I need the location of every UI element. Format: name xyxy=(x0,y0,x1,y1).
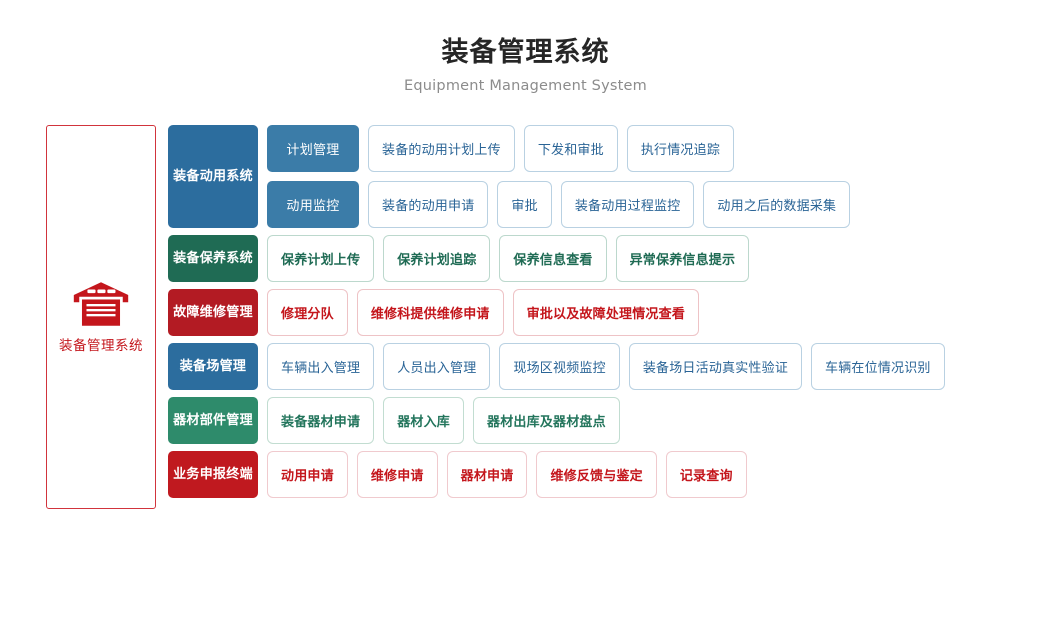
leaf-node[interactable]: 维修申请 xyxy=(356,451,438,498)
leaf-node[interactable]: 动用之后的数据采集 xyxy=(703,181,851,228)
category-block[interactable]: 业务申报终端 xyxy=(168,451,258,498)
leaf-node[interactable]: 下发和审批 xyxy=(523,125,618,172)
leaf-node[interactable]: 车辆出入管理 xyxy=(267,343,375,390)
leaf-node[interactable]: 人员出入管理 xyxy=(383,343,491,390)
subcategory-block[interactable]: 计划管理 xyxy=(267,125,359,172)
leaf-node[interactable]: 装备的动用计划上传 xyxy=(368,125,515,172)
system-architecture-diagram: 装备管理系统 装备动用系统计划管理装备的动用计划上传下发和审批执行情况追踪动用监… xyxy=(0,125,1051,509)
category-block[interactable]: 故障维修管理 xyxy=(168,289,258,336)
leaf-node[interactable]: 器材申请 xyxy=(446,451,528,498)
page-title: 装备管理系统 xyxy=(441,37,610,68)
leaf-node[interactable]: 记录查询 xyxy=(665,451,747,498)
leaf-node[interactable]: 审批以及故障处理情况查看 xyxy=(512,289,700,336)
leaf-node[interactable]: 器材入库 xyxy=(383,397,465,444)
leaf-node[interactable]: 维修科提供维修申请 xyxy=(356,289,504,336)
category-block[interactable]: 装备保养系统 xyxy=(168,235,258,282)
sub-row: 动用监控装备的动用申请审批装备动用过程监控动用之后的数据采集 xyxy=(267,181,1051,228)
category-block[interactable]: 装备场管理 xyxy=(168,343,258,390)
leaf-node[interactable]: 审批 xyxy=(497,181,552,228)
leaf-node[interactable]: 装备器材申请 xyxy=(267,397,375,444)
leaf-node[interactable]: 维修反馈与鉴定 xyxy=(536,451,657,498)
leaf-node[interactable]: 车辆在位情况识别 xyxy=(811,343,945,390)
category-row: 故障维修管理修理分队维修科提供维修申请审批以及故障处理情况查看 xyxy=(168,289,1051,336)
subcategory-block[interactable]: 动用监控 xyxy=(267,181,359,228)
leaf-node[interactable]: 动用申请 xyxy=(267,451,348,498)
category-block[interactable]: 器材部件管理 xyxy=(168,397,258,444)
category-row: 装备动用系统计划管理装备的动用计划上传下发和审批执行情况追踪动用监控装备的动用申… xyxy=(168,125,1051,228)
leaf-node[interactable]: 器材出库及器材盘点 xyxy=(473,397,620,444)
leaf-node[interactable]: 装备场日活动真实性验证 xyxy=(628,343,803,390)
page-header: 装备管理系统 Equipment Management System xyxy=(0,0,1051,94)
category-row: 装备保养系统保养计划上传保养计划追踪保养信息查看异常保养信息提示 xyxy=(168,235,1051,282)
sub-rows: 计划管理装备的动用计划上传下发和审批执行情况追踪动用监控装备的动用申请审批装备动… xyxy=(267,125,1051,228)
leaf-node[interactable]: 现场区视频监控 xyxy=(499,343,620,390)
leaf-node[interactable]: 保养信息查看 xyxy=(499,235,607,282)
sub-row: 计划管理装备的动用计划上传下发和审批执行情况追踪 xyxy=(267,125,1051,172)
leaf-node[interactable]: 异常保养信息提示 xyxy=(615,235,750,282)
page-subtitle: Equipment Management System xyxy=(404,77,647,94)
category-rows: 装备动用系统计划管理装备的动用计划上传下发和审批执行情况追踪动用监控装备的动用申… xyxy=(168,125,1051,498)
leaf-node[interactable]: 修理分队 xyxy=(267,289,348,336)
leaf-node[interactable]: 保养计划上传 xyxy=(267,235,375,282)
warehouse-icon xyxy=(73,282,129,326)
leaf-node[interactable]: 保养计划追踪 xyxy=(383,235,491,282)
root-system-panel[interactable]: 装备管理系统 xyxy=(46,125,156,509)
root-system-label: 装备管理系统 xyxy=(59,338,143,354)
leaf-node[interactable]: 装备动用过程监控 xyxy=(560,181,695,228)
category-row: 业务申报终端动用申请维修申请器材申请维修反馈与鉴定记录查询 xyxy=(168,451,1051,498)
leaf-node[interactable]: 执行情况追踪 xyxy=(626,125,735,172)
category-block[interactable]: 装备动用系统 xyxy=(168,125,258,228)
category-row: 器材部件管理装备器材申请器材入库器材出库及器材盘点 xyxy=(168,397,1051,444)
category-row: 装备场管理车辆出入管理人员出入管理现场区视频监控装备场日活动真实性验证车辆在位情… xyxy=(168,343,1051,390)
leaf-node[interactable]: 装备的动用申请 xyxy=(368,181,489,228)
